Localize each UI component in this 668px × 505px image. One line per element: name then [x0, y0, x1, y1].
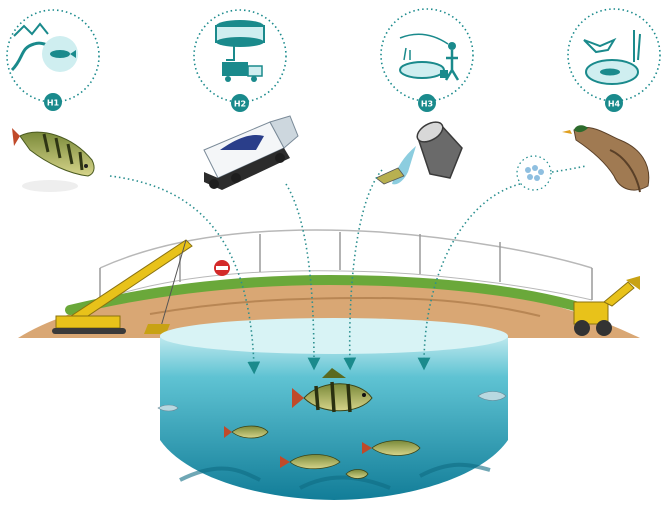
perch-school — [157, 368, 507, 479]
waterbird-transport-icon — [583, 30, 641, 85]
quarry-lake — [160, 318, 508, 500]
fish-eggs-illustration — [516, 155, 552, 191]
hypothesis-label: H3 — [421, 100, 433, 109]
fence — [99, 229, 593, 302]
small-perch — [345, 469, 369, 479]
hypothesis-label: H4 — [608, 100, 621, 109]
mallard-duck-illustration — [562, 125, 650, 193]
hypothesis-h1: H1 — [6, 9, 100, 111]
hypothesis-label: H1 — [47, 99, 60, 108]
quarry-bank — [18, 274, 640, 338]
hypothesis-h4: H4 — [567, 8, 661, 112]
pathway-link — [551, 165, 587, 173]
pathway-arrow — [343, 169, 383, 371]
small-perch — [362, 440, 421, 456]
pathway-arrow — [285, 183, 321, 371]
hypothesis-h3: H3 — [380, 8, 474, 112]
wheel-loader — [573, 276, 640, 336]
angler-bait-bucket-icon — [399, 33, 460, 81]
river-migration-icon — [10, 22, 78, 72]
perch-fish-illustration — [12, 128, 95, 192]
fish-stocking-truck-icon — [215, 20, 265, 82]
pathway-arrow — [417, 183, 521, 371]
hypothesis-label: H2 — [234, 100, 246, 109]
no-entry-sign-icon — [214, 260, 230, 276]
small-perch — [477, 391, 507, 401]
large-perch — [292, 368, 373, 413]
small-perch — [280, 454, 341, 470]
stocking-truck-illustration — [203, 115, 299, 190]
small-perch — [157, 404, 179, 412]
bait-bucket-illustration — [375, 121, 463, 185]
crawler-crane — [52, 239, 193, 334]
small-perch — [224, 425, 269, 439]
introduction-pathways — [109, 165, 587, 375]
hypothesis-h2: H2 — [193, 9, 287, 112]
